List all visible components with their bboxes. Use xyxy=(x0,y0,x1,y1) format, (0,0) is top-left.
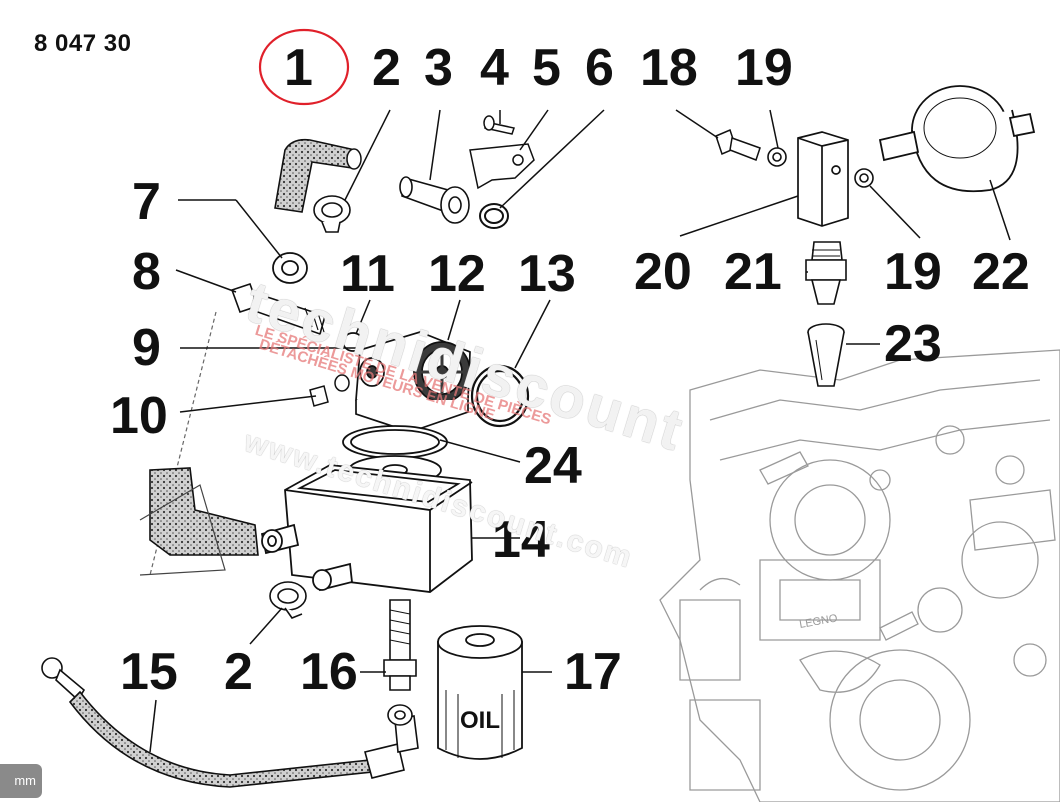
partial-badge: mm xyxy=(0,764,42,798)
leader-lines xyxy=(149,109,1011,753)
callout-10: 10 xyxy=(110,387,168,445)
callout-2-top: 2 xyxy=(372,39,401,97)
plate-part-5 xyxy=(469,143,535,190)
callout-11: 11 xyxy=(340,245,395,303)
callout-19-top: 19 xyxy=(735,39,793,97)
callout-19-right: 19 xyxy=(884,243,942,301)
filter-head-part-12 xyxy=(355,331,471,433)
oil-cooler-part-14 xyxy=(260,464,473,593)
plug-part-10 xyxy=(309,374,350,407)
callout-14: 14 xyxy=(492,511,550,569)
callout-22: 22 xyxy=(972,243,1030,301)
callout-12: 12 xyxy=(428,245,486,303)
callout-4: 4 xyxy=(480,39,509,97)
oring-part-6 xyxy=(479,203,509,229)
reference-code: 8 047 30 xyxy=(34,30,132,57)
union-part-3 xyxy=(399,176,470,224)
callout-24: 24 xyxy=(524,437,582,495)
callout-8: 8 xyxy=(132,243,161,301)
sensor-part-21 xyxy=(805,241,847,305)
screw-part-18 xyxy=(715,128,761,161)
callout-2-bottom: 2 xyxy=(224,643,253,701)
oring-part-11 xyxy=(342,332,364,352)
pipe-part-15 xyxy=(41,657,419,788)
lower-hose xyxy=(149,467,259,556)
callout-23: 23 xyxy=(884,315,942,373)
washer-part-19-right xyxy=(854,168,874,188)
hose-part-1 xyxy=(274,138,362,213)
callout-18: 18 xyxy=(640,39,698,97)
adapter-part-20 xyxy=(797,131,849,227)
callout-17: 17 xyxy=(564,643,622,701)
oring-part-13 xyxy=(470,364,530,428)
callout-20: 20 xyxy=(634,243,692,301)
callout-6: 6 xyxy=(585,39,614,97)
washer-part-19-top xyxy=(767,147,787,167)
clamp-part-2-bottom xyxy=(269,581,307,619)
bracket-outline xyxy=(139,484,226,576)
callout-21: 21 xyxy=(724,243,782,301)
callout-3: 3 xyxy=(424,39,453,97)
callout-13: 13 xyxy=(518,245,576,303)
callout-15: 15 xyxy=(120,643,178,701)
filter-text: OIL xyxy=(460,707,500,734)
callout-5: 5 xyxy=(532,39,561,97)
sender-part-22 xyxy=(878,85,1036,193)
bolt-part-8 xyxy=(230,282,326,336)
engine-block: LEGNO xyxy=(659,349,1060,802)
clamp-part-2-top xyxy=(313,195,351,233)
stud-part-16 xyxy=(383,599,417,691)
callout-9: 9 xyxy=(132,319,161,377)
svg-text:LEGNO: LEGNO xyxy=(798,612,838,631)
highlight-circle xyxy=(258,28,350,106)
callout-7: 7 xyxy=(132,173,161,231)
callout-1: 1 xyxy=(284,39,313,97)
callout-16: 16 xyxy=(300,643,358,701)
washer-part-7 xyxy=(272,252,308,284)
oil-filter-part-17: OIL xyxy=(437,625,523,760)
screw-part-4 xyxy=(483,115,515,135)
cap-part-23 xyxy=(807,323,845,387)
